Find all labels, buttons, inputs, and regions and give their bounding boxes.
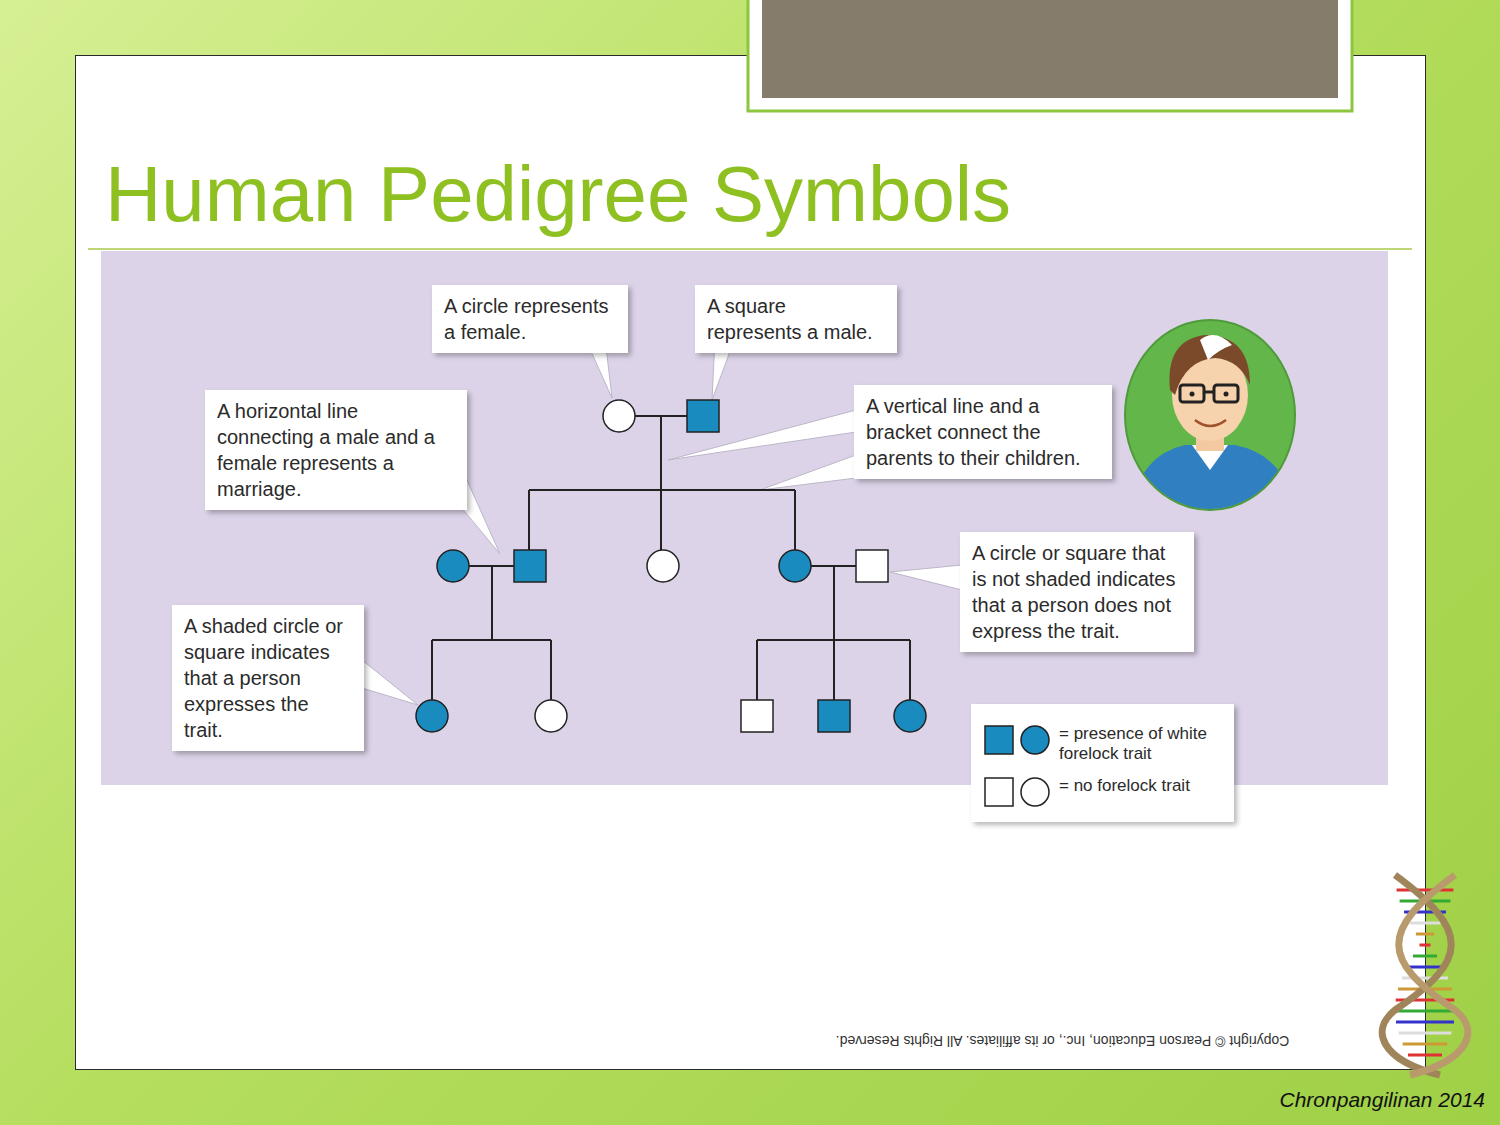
callout-text: A circle or square that is not shaded in… — [972, 540, 1182, 644]
header-box — [748, 0, 1352, 111]
callout-box: A vertical line and a bracket connect th… — [854, 385, 1112, 479]
callout-text: A square represents a male. — [707, 293, 885, 345]
callout-text: A shaded circle or square indicates that… — [184, 613, 352, 743]
callout-box: A circle represents a female. — [432, 285, 628, 353]
legend-swatch — [983, 776, 1053, 808]
legend-text: = no forelock trait — [1059, 776, 1229, 796]
dna-helix — [1382, 875, 1468, 1075]
legend-swatch — [983, 724, 1053, 756]
author-credit: Chronpangilinan 2014 — [1180, 1088, 1485, 1112]
slide-title: Human Pedigree Symbols — [105, 148, 1011, 240]
callout-box: A square represents a male. — [695, 285, 897, 353]
legend-box: = presence of white forelock trait = no f… — [971, 704, 1234, 822]
pedigree-lines — [432, 416, 910, 700]
callout-box: A circle or square that is not shaded in… — [960, 532, 1194, 652]
cartoon-man — [1125, 320, 1295, 510]
callout-text: A vertical line and a bracket connect th… — [866, 393, 1100, 471]
pedigree-symbols — [416, 400, 926, 732]
callout-box: A horizontal line connecting a male and … — [205, 390, 467, 510]
callout-text: A circle represents a female. — [444, 293, 616, 345]
legend-row: = no forelock trait — [983, 776, 1229, 808]
legend-row: = presence of white forelock trait — [983, 724, 1229, 764]
copyright-note: Copyright © Pearson Education, Inc., or … — [775, 1033, 1350, 1049]
callout-text: A horizontal line connecting a male and … — [217, 398, 455, 502]
callout-box: A shaded circle or square indicates that… — [172, 605, 364, 751]
title-rule — [88, 248, 1412, 250]
legend-text: = presence of white forelock trait — [1059, 724, 1229, 764]
